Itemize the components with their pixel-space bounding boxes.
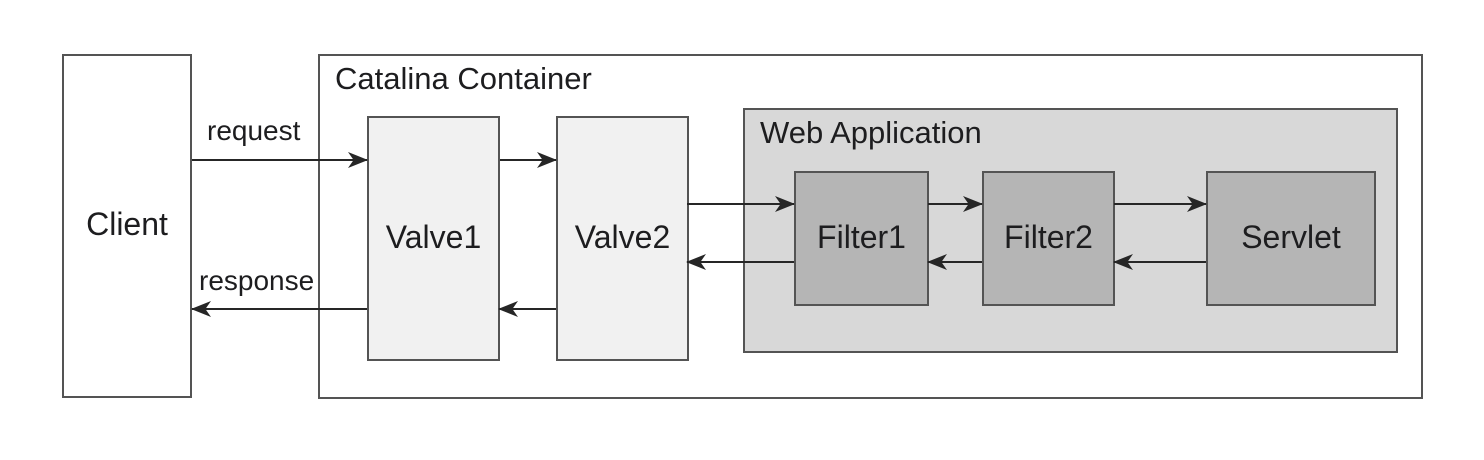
valve1-label: Valve1 [385,218,482,255]
valve2-label: Valve2 [574,218,671,255]
client-label: Client [86,206,168,243]
servlet-label: Servlet [1241,218,1341,255]
arrow-servlet-to-filter2 [1113,254,1206,270]
filter2-box: Filter2 [982,171,1115,306]
response-arrow-valve1-to-client [191,301,367,317]
valve1-box: Valve1 [367,116,500,361]
arrow-valve2-to-valve1 [498,301,556,317]
web-application-box: Web Application Filter1 Filter2 Servlet [743,108,1398,353]
valve2-box: Valve2 [556,116,689,361]
arrowhead-left-icon [191,301,211,317]
arrow-valve1-to-valve2 [500,152,557,168]
filter1-box: Filter1 [794,171,929,306]
arrow-filter2-to-filter1 [927,254,982,270]
request-arrow-client-to-valve1 [192,152,368,168]
filter1-label: Filter1 [817,218,906,255]
arrow-valve2-to-filter1 [687,196,795,212]
arrow-filter2-to-servlet [1114,196,1207,212]
arrow-filter1-to-filter2 [928,196,983,212]
arrow-filter1-to-valve2 [686,254,794,270]
web-application-title: Web Application [760,115,982,150]
response-label: response [199,265,315,296]
catalina-container-box: Catalina Container Valve1 Valve2 Web App… [318,54,1423,399]
catalina-container-title: Catalina Container [335,61,592,96]
client-box: Client [62,54,192,398]
request-label: request [207,115,301,146]
filter2-label: Filter2 [1004,218,1093,255]
servlet-box: Servlet [1206,171,1376,306]
